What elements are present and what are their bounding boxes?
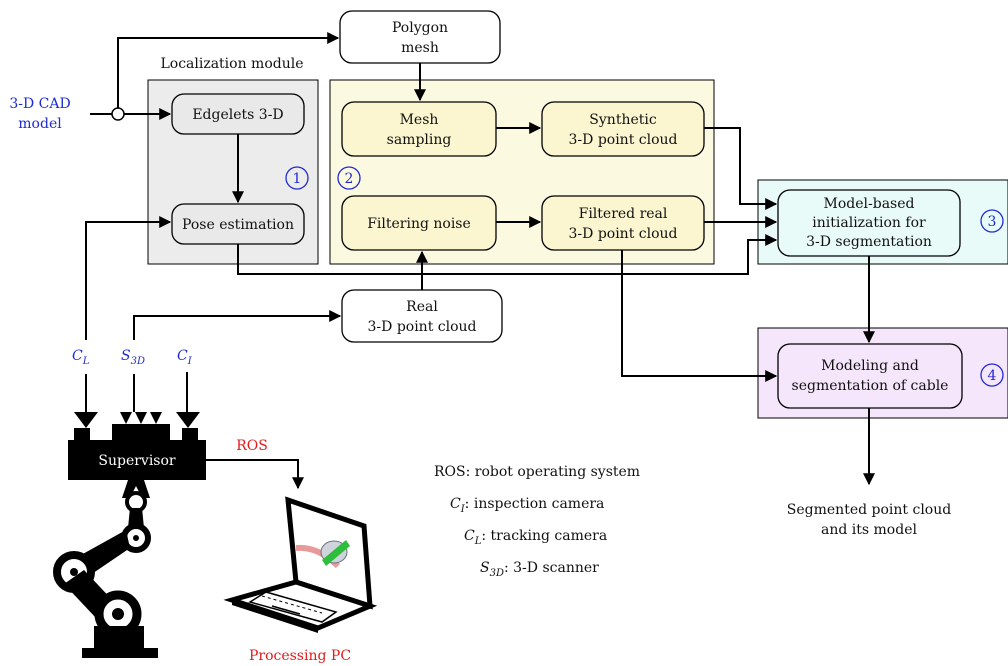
cable-label-2: segmentation of cable (792, 378, 949, 394)
real-cloud-label-2: 3-D point cloud (368, 319, 477, 335)
sensor-s3d-label: S3D (121, 348, 145, 367)
output-label-1: Segmented point cloud (787, 502, 951, 518)
legend-cl: CL: tracking camera (464, 528, 607, 547)
svg-text:4: 4 (988, 368, 997, 384)
module-badge-2: 2 (337, 166, 361, 190)
legend-ci: CI: inspection camera (450, 496, 604, 515)
model-based-initialization-box: Model-based initialization for 3-D segme… (777, 189, 961, 257)
filtering-noise-label: Filtering noise (367, 216, 471, 232)
real-point-cloud-box: Real 3-D point cloud (341, 289, 503, 343)
model-based-label-3: 3-D segmentation (806, 234, 932, 250)
legend-ros: ROS: robot operating system (434, 464, 640, 480)
cable-label-1: Modeling and (821, 358, 919, 374)
synthetic-label-2: 3-D point cloud (569, 132, 678, 148)
pose-estimation-label: Pose estimation (182, 217, 294, 233)
polygon-mesh-box: Polygon mesh (339, 10, 501, 64)
module-badge-3: 3 (980, 209, 1004, 233)
output-label-2: and its model (821, 522, 917, 538)
model-based-label-2: initialization for (812, 215, 926, 231)
localization-module-title: Localization module (160, 56, 303, 72)
supervisor-block: Supervisor (68, 412, 206, 480)
filtered-real-label-1: Filtered real (579, 206, 668, 222)
legend-s3d: S3D: 3-D scanner (480, 560, 599, 579)
filtered-real-label-2: 3-D point cloud (569, 226, 678, 242)
module-badge-4: 4 (980, 363, 1004, 387)
robot-arm-icon (53, 480, 158, 658)
edgelets-label: Edgelets 3-D (192, 107, 283, 123)
svg-text:S3D: S3D (121, 348, 145, 367)
filtering-noise-box: Filtering noise (341, 195, 497, 251)
svg-text:2: 2 (345, 171, 354, 187)
synthetic-point-cloud-box: Synthetic 3-D point cloud (541, 101, 705, 157)
connectors (85, 32, 875, 490)
polygon-mesh-label-2: mesh (401, 40, 439, 56)
ros-label: ROS (236, 438, 268, 454)
synthetic-label-1: Synthetic (589, 112, 657, 128)
cad-model-label-2: model (18, 116, 62, 132)
sensor-cl-label: CL (72, 348, 90, 367)
model-based-label-1: Model-based (824, 196, 915, 212)
cad-model-label-1: 3-D CAD (9, 96, 70, 112)
sensor-ci-label: CI (177, 348, 193, 367)
edgelets-box: Edgelets 3-D (171, 93, 305, 135)
mesh-sampling-label-1: Mesh (400, 112, 439, 128)
svg-text:CL: CL (72, 348, 90, 367)
pose-estimation-box: Pose estimation (171, 203, 305, 245)
legend: ROS: robot operating system CI: inspecti… (434, 464, 640, 579)
supervisor-label: Supervisor (98, 453, 176, 469)
mesh-sampling-box: Mesh sampling (341, 101, 497, 157)
svg-text:CI: CI (177, 348, 193, 367)
svg-text:1: 1 (293, 171, 302, 187)
processing-pc-label: Processing PC (249, 648, 351, 664)
svg-text:3: 3 (988, 214, 997, 230)
cable-segmentation-box: Modeling and segmentation of cable (777, 343, 963, 409)
filtered-real-point-cloud-box: Filtered real 3-D point cloud (541, 195, 705, 251)
real-cloud-label-1: Real (406, 299, 438, 315)
mesh-sampling-label-2: sampling (387, 132, 452, 148)
laptop-icon (223, 496, 378, 633)
polygon-mesh-label-1: Polygon (392, 20, 448, 36)
module-badge-1: 1 (285, 166, 309, 190)
